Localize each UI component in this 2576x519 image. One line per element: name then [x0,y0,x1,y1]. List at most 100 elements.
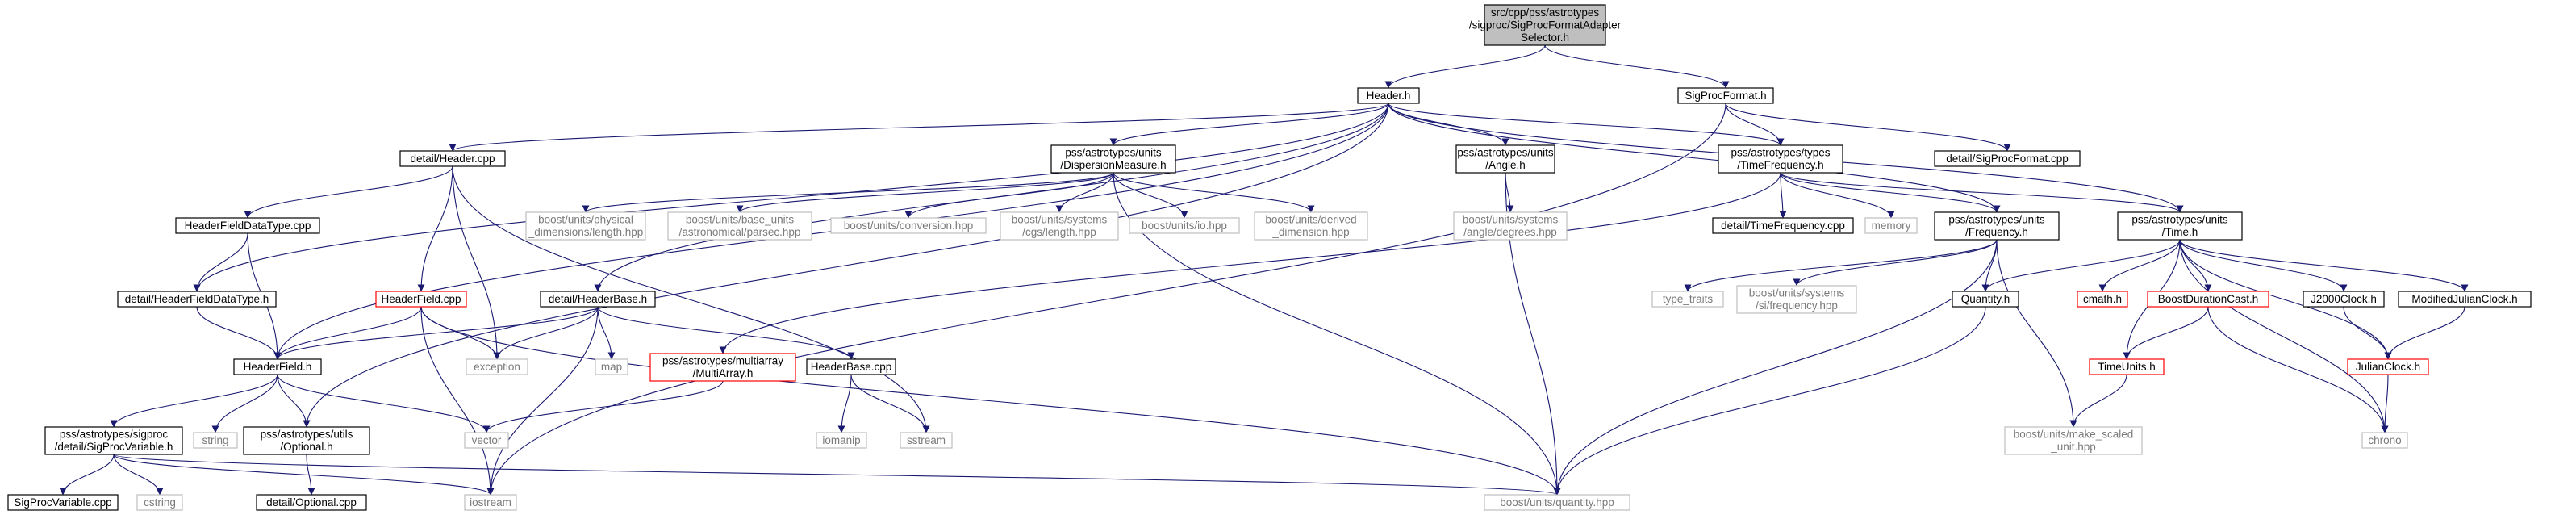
edge-detail-headerbase-h-to-iostream [486,306,599,496]
node-box [1484,4,1606,46]
edge-time-h-to-cmath-h [2098,239,2181,292]
node-io-hpp: boost/units/io.hpp [1129,217,1240,234]
node-box [1718,144,1843,174]
node-physical-length: boost/units/physical_dimensions/length.h… [525,211,646,241]
node-box [900,432,953,449]
node-box [1934,211,2060,241]
node-frequency-h: pss/astrotypes/units/Frequency.h [1934,211,2060,241]
node-label: boost/units/systems [1463,214,1559,226]
node-box [1484,494,1630,511]
node-label: pss/astrotypes/multiarray [662,355,783,367]
node-box [1455,144,1555,174]
node-label: string [202,434,228,446]
edge-headerfield-cpp-to-headerfield-h [273,306,422,360]
edge-dispersion-h-to-derived-dim [1113,172,1315,213]
node-angle-h: pss/astrotypes/units/Angle.h [1455,144,1555,174]
node-label: map [601,361,622,373]
node-label: _unit.hpp [2050,441,2096,453]
edge-root-to-header-h [1384,44,1546,89]
node-box [2303,291,2385,308]
node-root: src/cpp/pss/astrotypes/sigproc/SigProcFo… [1469,4,1622,46]
edge-headerfield-cpp-to-quantity-hpp [420,306,1561,496]
node-label: /astronomical/parsec.hpp [679,226,801,238]
node-label: SigProcFormat.h [1685,90,1766,102]
node-label: ModifiedJulianClock.h [2411,293,2517,305]
node-label: TimeUnits.h [2098,361,2156,373]
node-multiarray-h: pss/astrotypes/multiarray/MultiArray.h [649,353,796,382]
node-sstream: sstream [900,432,953,449]
node-type-traits: type_traits [1651,291,1724,308]
node-detail-headerbase-h: detail/HeaderBase.h [540,291,656,308]
node-label: boost/units/systems [1012,214,1108,226]
edge-time-h-to-julianclock-h [2179,239,2392,360]
node-box [375,291,467,308]
node-box [649,353,796,382]
node-label: Quantity.h [1961,293,2010,305]
edge-detail-header-cpp-to-hfdt-cpp [244,165,453,219]
edge-sigprocvariable-h-to-sigprocvariable-cpp [59,454,115,496]
node-label: detail/SigProcFormat.cpp [1946,153,2069,165]
edge-sigprocvariable-h-to-quantity-hpp [113,454,1560,496]
node-si-frequency: boost/units/systems/si/frequency.hpp [1736,285,1857,314]
edge-timeunits-h-to-make-scaled-unit [2069,374,2127,428]
edge-mjdclock-h-to-julianclock-h [2384,306,2465,360]
edge-timefreq-h-to-time-h [1780,172,2184,213]
node-box [117,291,277,308]
edge-frequency-h-to-si-frequency [1793,239,1998,287]
edge-multiarray-h-to-vector [482,380,724,433]
node-iostream: iostream [464,494,517,511]
edge-headerbase-cpp-to-iomanip [837,374,852,433]
node-vector: vector [464,432,509,449]
node-label: boost/units/conversion.hpp [844,220,974,232]
node-label: boost/units/io.hpp [1142,220,1227,232]
edge-sigprocvariable-h-to-iostream [113,454,495,496]
node-label: HeaderBase.cpp [811,361,892,373]
node-box [233,358,322,375]
node-label: sstream [907,434,946,446]
node-label: detail/HeaderFieldDataType.h [125,293,269,305]
node-label: boost/units/systems [1749,287,1845,299]
node-time-h: pss/astrotypes/units/Time.h [2117,211,2243,241]
node-sigprocformat-h: SigProcFormat.h [1677,87,1774,104]
node-box [2347,358,2429,375]
node-label: iostream [470,496,511,509]
node-conversion: boost/units/conversion.hpp [830,217,987,234]
node-detail-hfdt-h: detail/HeaderFieldDataType.h [117,291,277,308]
edge-header-h-to-detail-header-cpp [449,103,1389,152]
node-box [1677,87,1774,104]
node-label: detail/Header.cpp [410,153,495,165]
node-box [464,494,517,511]
node-label: chrono [2368,434,2401,446]
node-label: HeaderFieldDataType.cpp [185,220,311,232]
node-label: /si/frequency.hpp [1756,299,1838,312]
node-derived-dim: boost/units/derived_dimension.hpp [1254,211,1368,241]
node-label: boost/units/base_units [686,214,795,226]
edge-sigprocformat-h-to-iostream [486,103,1726,496]
node-headerfield-h: HeaderField.h [233,358,322,375]
node-hfdt-cpp: HeaderFieldDataType.cpp [175,217,320,234]
node-box [44,426,183,455]
edge-dispersion-h-to-parsec [736,172,1114,213]
node-sigprocvariable-cpp: SigProcVariable.cpp [7,494,119,511]
node-box [1651,291,1724,308]
node-label: /cgs/length.hpp [1022,226,1096,238]
node-parsec: boost/units/base_units/astronomical/pars… [667,211,812,241]
node-label: _dimension.hpp [1271,226,1349,238]
node-box [1864,217,1918,234]
node-box [2117,211,2243,241]
node-label: detail/TimeFrequency.cpp [1721,220,1845,232]
edge-timefreq-h-to-multiarray-h [719,172,1781,354]
node-label: pss/astrotypes/sigproc [60,429,169,441]
edge-sigprocvariable-h-to-cstring [113,454,164,496]
node-timefreq-h: pss/astrotypes/types/TimeFrequency.h [1718,144,1843,174]
edge-time-h-to-boostdurationcast-h [2179,239,2212,292]
node-label: boost/units/derived [1265,214,1356,226]
node-label: src/cpp/pss/astrotypes [1491,6,1600,19]
edge-time-h-to-chrono [2179,239,2389,433]
node-box [2077,291,2128,308]
edge-detail-headerbase-h-to-headerbase-cpp [597,306,855,360]
node-detail-sigprocformat-cpp: detail/SigProcFormat.cpp [1934,150,2081,167]
node-label: Selector.h [1521,31,1569,44]
node-box [7,494,119,511]
